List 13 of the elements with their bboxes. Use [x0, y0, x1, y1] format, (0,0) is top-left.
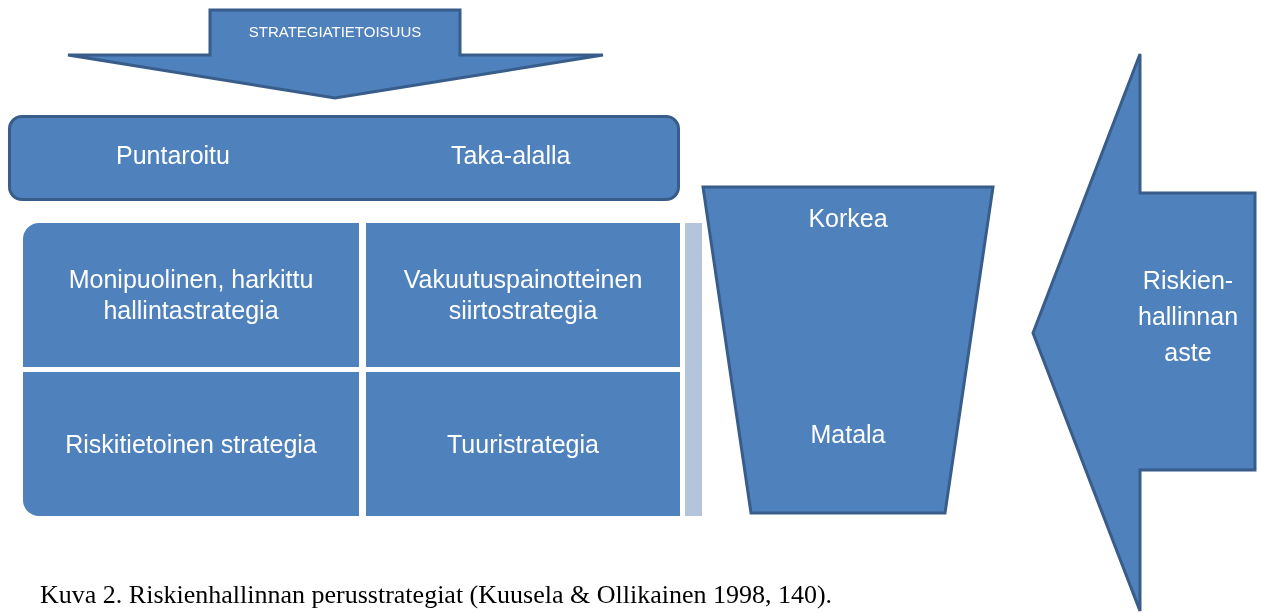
- arrow-label: Riskien- hallinnan aste: [1138, 265, 1238, 368]
- level-label: Korkea: [807, 203, 889, 234]
- strategy-cell: Monipuolinen, harkittu hallintastrategia: [23, 223, 359, 367]
- header-bar: [8, 115, 680, 201]
- strategy-cell: Riskitietoinen strategia: [23, 372, 359, 516]
- figure-caption: Kuva 2. Riskienhallinnan perusstrategiat (Kuusela & Ollikainen 1998, 140).: [40, 580, 833, 610]
- strategy-cell: Tuuristrategia: [366, 372, 680, 516]
- column-heading: Taka-alalla: [451, 140, 571, 171]
- strategy-cell: Vakuutuspainotteinen siirtostrategia: [366, 223, 680, 367]
- level-label: Matala: [809, 419, 887, 450]
- divider-bar: [685, 223, 702, 516]
- arrow-label: STRATEGIATIETOISUUS: [247, 22, 423, 42]
- column-heading: Puntaroitu: [116, 140, 230, 171]
